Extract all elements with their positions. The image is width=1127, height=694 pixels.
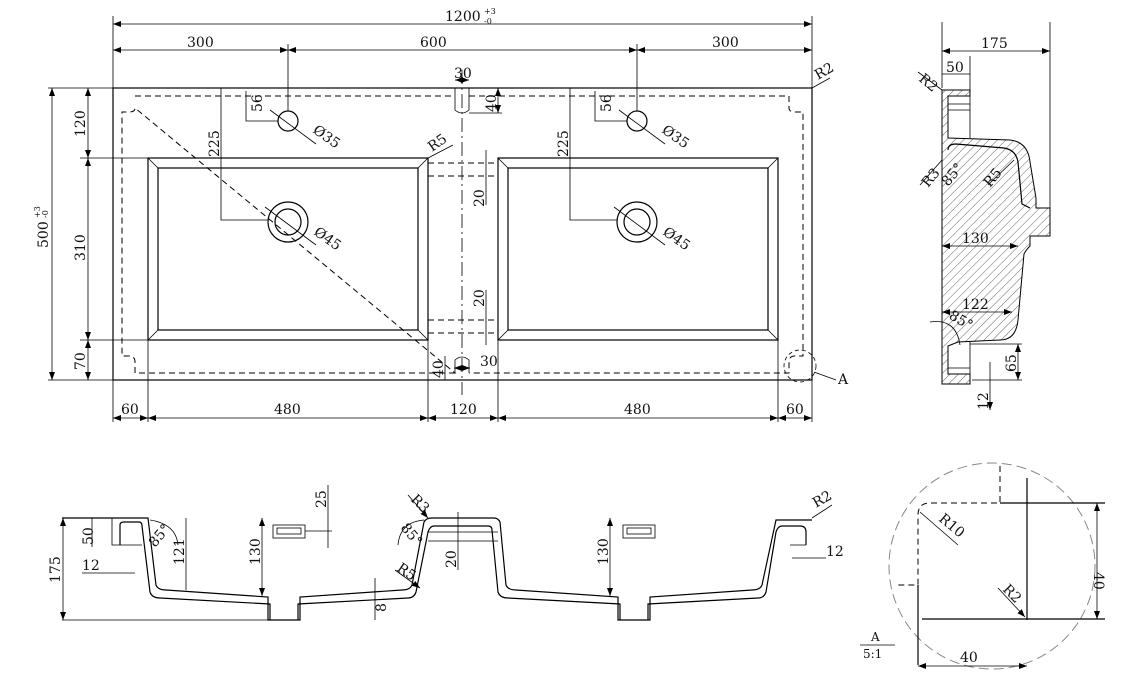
front-radius-bottom: R5 <box>394 560 419 584</box>
front-outer-profile <box>62 517 812 621</box>
side-inner-profile <box>947 143 1031 209</box>
front-angle-right: 85° <box>397 520 425 549</box>
basin-radius-label: R5 <box>425 131 450 155</box>
overall-width-dim: 1200 <box>445 9 481 25</box>
countertop-outline <box>112 87 813 381</box>
detail-a-outer-radius: R2 <box>999 582 1024 607</box>
drain-diameter-left: Ø45 <box>311 224 344 254</box>
side-corner-radius: R2 <box>915 71 940 96</box>
front-corner-radius: R2 <box>810 488 835 512</box>
side-thickness: 12 <box>976 392 992 410</box>
dim-bottom-60-left: 60 <box>121 402 139 418</box>
side-depth-dim: 175 <box>981 36 1008 52</box>
side-rear-height: 65 <box>1004 354 1020 372</box>
drain-offset-left: 225 <box>207 130 223 157</box>
tap-diameter-left: Ø35 <box>310 122 343 152</box>
front-basin-depth-left: 130 <box>248 538 264 565</box>
front-section: 175 50 12 85° 121 130 25 R3 85° R5 8 20 … <box>48 485 844 621</box>
overflow-slot-bottom <box>454 356 470 373</box>
dim-bottom-480-left: 480 <box>274 402 301 418</box>
front-height-dim: 175 <box>48 556 64 583</box>
front-rim-height: 50 <box>81 527 97 545</box>
detail-a-height: 40 <box>1090 572 1106 590</box>
overflow-right <box>622 524 656 539</box>
detail-a-inner-radius: R10 <box>935 511 967 541</box>
detail-a-marker-circle <box>783 349 817 383</box>
dim-bottom-60-right: 60 <box>786 402 804 418</box>
side-section <box>941 89 1051 385</box>
depth-tol-minus: -0 <box>41 210 50 218</box>
slot-width-top: 30 <box>454 66 472 82</box>
drain-left-outer <box>267 201 309 243</box>
front-radius-top: R3 <box>407 492 432 517</box>
dim-left-310: 310 <box>73 234 89 261</box>
side-top-width: 130 <box>962 231 989 247</box>
divider-hidden-lines <box>428 162 498 334</box>
slot-depth-bottom: 40 <box>431 360 447 378</box>
front-inner-depth: 121 <box>172 538 188 565</box>
left-basin <box>147 110 429 341</box>
width-tol-minus: -0 <box>484 17 492 26</box>
front-inner-profile <box>119 521 807 620</box>
overflow-left <box>272 524 306 539</box>
divider-gap-top: 20 <box>472 189 488 207</box>
underside-outline <box>121 95 804 374</box>
front-wall-thickness: 12 <box>82 558 100 574</box>
slot-width-bottom: 30 <box>480 354 498 370</box>
tap-offset-right: 56 <box>599 94 615 112</box>
overall-depth-dim: 500 <box>36 221 52 248</box>
side-view: 175 50 R2 R3 85° R5 130 122 85° 65 12 <box>915 22 1051 410</box>
dim-bottom-120: 120 <box>450 402 477 418</box>
detail-a-width: 40 <box>960 650 978 666</box>
detail-a-label: A <box>870 630 880 644</box>
detail-a-marker: A <box>837 372 849 388</box>
dim-top-300-right: 300 <box>712 35 739 51</box>
front-thickness-right: 12 <box>826 544 844 560</box>
tap-diameter-right: Ø35 <box>659 122 692 152</box>
front-angle-left: 85° <box>146 521 174 550</box>
drain-diameter-right: Ø45 <box>660 224 693 254</box>
dim-top-300-left: 300 <box>187 35 214 51</box>
front-basin-depth-right: 130 <box>596 538 612 565</box>
width-tol-plus: +3 <box>484 7 496 16</box>
drain-right-outer <box>616 201 658 243</box>
right-basin <box>497 110 779 341</box>
dim-left-70: 70 <box>73 352 89 370</box>
detail-a: 40 40 R10 R2 A 5:1 <box>860 462 1106 670</box>
drain-right-inner <box>623 208 651 236</box>
dim-top-600: 600 <box>420 35 447 51</box>
dim-left-120: 120 <box>73 110 89 137</box>
dim-bottom-480-right: 480 <box>624 402 651 418</box>
front-slope: 8 <box>374 603 390 612</box>
drain-offset-right: 225 <box>556 130 572 157</box>
side-bottom-width: 122 <box>962 297 989 313</box>
front-overflow-offset: 25 <box>314 490 330 508</box>
tap-offset-left: 56 <box>250 94 266 112</box>
drain-left-inner <box>274 208 302 236</box>
slot-depth-top: 40 <box>484 94 500 112</box>
top-view: A 1200 +3 -0 300 600 300 R2 30 40 30 40 … <box>33 7 849 422</box>
divider-gap-bottom: 20 <box>472 289 488 307</box>
detail-a-scale: 5:1 <box>863 647 882 661</box>
side-rim-width: 50 <box>946 60 964 76</box>
front-divider-height: 20 <box>444 550 460 568</box>
depth-tol-plus: +3 <box>33 206 42 218</box>
corner-radius-label: R2 <box>812 60 837 84</box>
